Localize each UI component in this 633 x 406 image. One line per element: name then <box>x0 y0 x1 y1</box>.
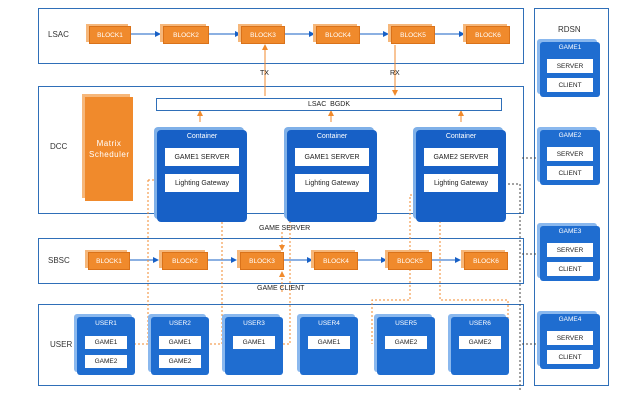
rdsn-server-box[interactable]: SERVER <box>547 59 593 73</box>
container-1[interactable]: Container GAME1 SERVER Lighting Gateway <box>157 130 247 222</box>
container-2[interactable]: Container GAME1 SERVER Lighting Gateway <box>287 130 377 222</box>
user-game-1[interactable]: GAME1 <box>308 336 350 349</box>
sbsc-block-4[interactable]: BLOCK4 <box>314 252 358 270</box>
lsac-block-4[interactable]: BLOCK4 <box>316 26 360 44</box>
user-3[interactable]: USER3 GAME1 <box>225 317 283 375</box>
sbsc-block-2[interactable]: BLOCK2 <box>162 252 208 270</box>
container-3[interactable]: Container GAME2 SERVER Lighting Gateway <box>416 130 506 222</box>
user-game-1[interactable]: GAME2 <box>459 336 501 349</box>
rx-label: RX <box>390 70 400 77</box>
lighting-gateway-box[interactable]: Lighting Gateway <box>295 174 369 192</box>
rdsn-server-box[interactable]: SERVER <box>547 147 593 161</box>
user-game-2[interactable]: GAME2 <box>159 355 201 368</box>
user-game-2[interactable]: GAME2 <box>85 355 127 368</box>
tx-label: TX <box>260 70 269 77</box>
rdsn-game-3[interactable]: GAME3 SERVER CLIENT <box>540 226 600 281</box>
rdsn-game-title: GAME3 <box>558 228 582 235</box>
lsac-block-1[interactable]: BLOCK1 <box>89 26 131 44</box>
sbsc-block-1[interactable]: BLOCK1 <box>88 252 130 270</box>
sbsc-block-5[interactable]: BLOCK5 <box>388 252 432 270</box>
user-title: USER1 <box>95 320 117 327</box>
user-title: USER3 <box>243 320 265 327</box>
user-game-1[interactable]: GAME1 <box>233 336 275 349</box>
rdsn-game-title: GAME1 <box>558 44 582 51</box>
user-title: USER2 <box>169 320 191 327</box>
game-server-box[interactable]: GAME1 SERVER <box>165 148 239 166</box>
sbsc-label: SBSC <box>48 256 70 265</box>
user-2[interactable]: USER2 GAME1 GAME2 <box>151 317 209 375</box>
user-game-1[interactable]: GAME1 <box>85 336 127 349</box>
rdsn-client-box[interactable]: CLIENT <box>547 262 593 276</box>
container-title: Container <box>316 133 348 140</box>
container-title: Container <box>445 133 477 140</box>
user-title: USER6 <box>469 320 491 327</box>
lsac-bgdk-bar: LSAC BGDK <box>156 98 502 111</box>
game-server-label: GAME SERVER <box>259 225 311 232</box>
user-title: USER4 <box>318 320 340 327</box>
lighting-gateway-box[interactable]: Lighting Gateway <box>165 174 239 192</box>
sbsc-block-6[interactable]: BLOCK6 <box>464 252 508 270</box>
rdsn-client-box[interactable]: CLIENT <box>547 166 593 180</box>
sbsc-block-3[interactable]: BLOCK3 <box>240 252 284 270</box>
user-4[interactable]: USER4 GAME1 <box>300 317 358 375</box>
user-6[interactable]: USER6 GAME2 <box>451 317 509 375</box>
lsac-block-2[interactable]: BLOCK2 <box>163 26 209 44</box>
lsac-block-3[interactable]: BLOCK3 <box>241 26 285 44</box>
matrix-scheduler-label: Matrix Scheduler <box>89 139 130 159</box>
rdsn-game-4[interactable]: GAME4 SERVER CLIENT <box>540 314 600 369</box>
lighting-gateway-box[interactable]: Lighting Gateway <box>424 174 498 192</box>
user-5[interactable]: USER5 GAME2 <box>377 317 435 375</box>
rdsn-label: RDSN <box>558 25 581 34</box>
user-1[interactable]: USER1 GAME1 GAME2 <box>77 317 135 375</box>
rdsn-server-box[interactable]: SERVER <box>547 331 593 345</box>
rdsn-game-2[interactable]: GAME2 SERVER CLIENT <box>540 130 600 185</box>
user-game-1[interactable]: GAME1 <box>159 336 201 349</box>
dcc-label: DCC <box>50 142 68 151</box>
lsac-block-5[interactable]: BLOCK5 <box>391 26 435 44</box>
lsac-bgdk-label: LSAC BGDK <box>307 101 350 108</box>
game-server-box[interactable]: GAME1 SERVER <box>295 148 369 166</box>
rdsn-game-1[interactable]: GAME1 SERVER CLIENT <box>540 42 600 97</box>
user-label: USER <box>50 340 73 349</box>
game-client-label: GAME CLIENT <box>257 285 305 292</box>
user-game-1[interactable]: GAME2 <box>385 336 427 349</box>
lsac-block-6[interactable]: BLOCK6 <box>466 26 510 44</box>
container-title: Container <box>186 133 218 140</box>
lsac-label: LSAC <box>48 30 69 39</box>
game-server-box[interactable]: GAME2 SERVER <box>424 148 498 166</box>
rdsn-server-box[interactable]: SERVER <box>547 243 593 257</box>
rdsn-game-title: GAME4 <box>558 316 582 323</box>
matrix-scheduler[interactable]: Matrix Scheduler <box>85 97 133 201</box>
rdsn-game-title: GAME2 <box>558 132 582 139</box>
rdsn-client-box[interactable]: CLIENT <box>547 350 593 364</box>
user-title: USER5 <box>395 320 417 327</box>
rdsn-client-box[interactable]: CLIENT <box>547 78 593 92</box>
